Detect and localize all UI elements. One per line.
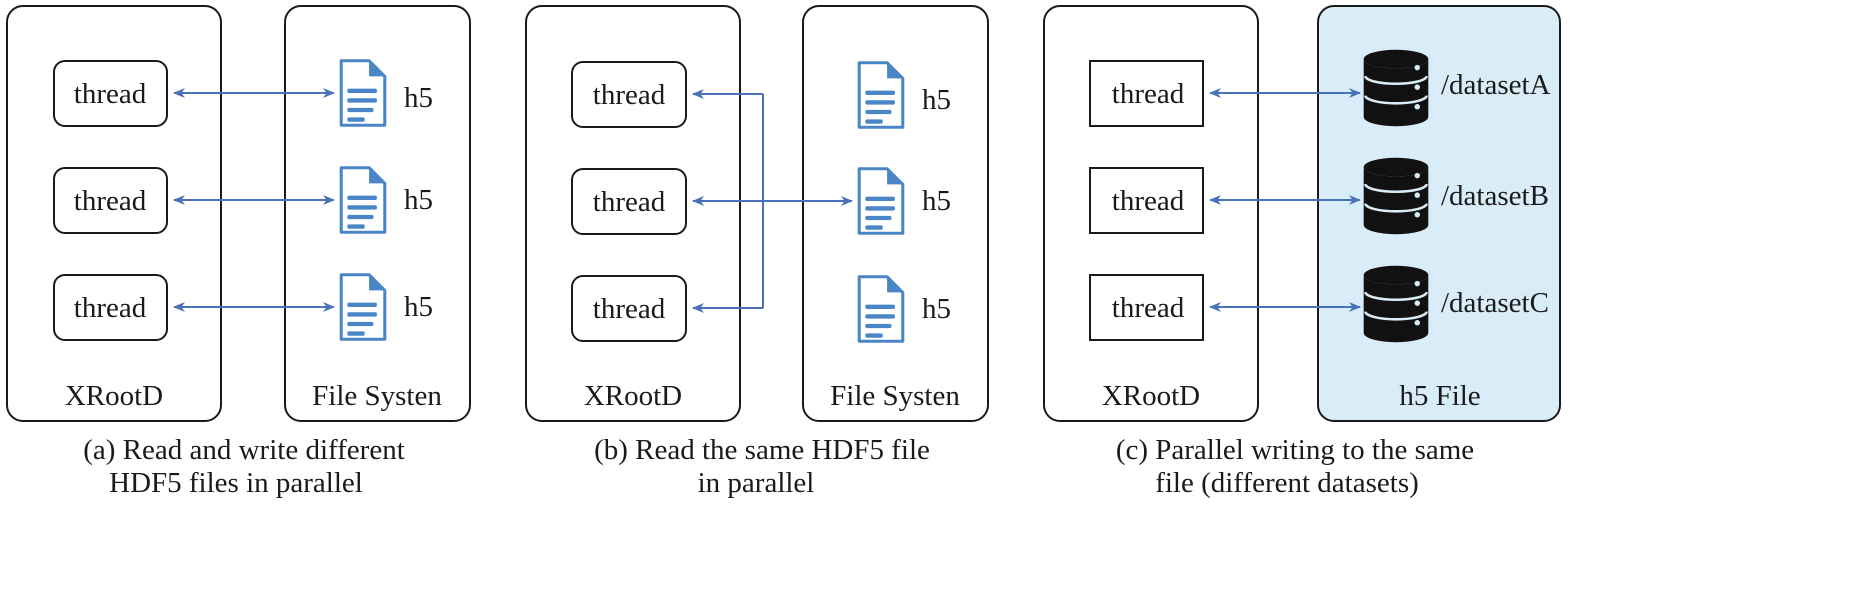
- thread-label: thread: [74, 185, 147, 217]
- thread-box: [1089, 167, 1204, 234]
- caption-line-2: file (different datasets): [1155, 467, 1419, 499]
- xrootd-label: XRootD: [1102, 380, 1200, 412]
- file-label: h5: [922, 84, 951, 116]
- thread-label: thread: [74, 78, 147, 110]
- thread-label: thread: [593, 186, 666, 218]
- file-label: h5: [404, 291, 433, 323]
- file-label: h5: [404, 184, 433, 216]
- dataset-label: /datasetC: [1441, 287, 1549, 319]
- thread-label: thread: [1112, 292, 1185, 324]
- thread-box: [1089, 60, 1204, 127]
- document-icon: [339, 273, 387, 341]
- thread-box: [53, 167, 168, 234]
- document-icon: [339, 166, 387, 234]
- dataset-label: /datasetA: [1441, 69, 1551, 101]
- file-label: h5: [404, 82, 433, 114]
- caption-line-1: (b) Read the same HDF5 file: [594, 434, 930, 466]
- thread-label: thread: [1112, 185, 1185, 217]
- document-icon: [857, 61, 905, 129]
- panel-a: thread thread thread h5 h5 h5 XRootD Fil…: [6, 5, 471, 499]
- panel-c: thread thread thread /datasetA /datasetB…: [1043, 5, 1561, 499]
- panel-b: thread thread thread h5 h5 h5 XRootD Fil…: [525, 5, 989, 499]
- thread-label: thread: [74, 292, 147, 324]
- caption-line-1: (a) Read and write different: [83, 434, 405, 466]
- filesystem-label: File Systen: [312, 380, 442, 412]
- thread-box: [571, 275, 687, 342]
- caption-line-1: (c) Parallel writing to the same: [1116, 434, 1474, 466]
- h5-file-label: h5 File: [1399, 380, 1480, 412]
- thread-box: [1089, 274, 1204, 341]
- database-icon: [1362, 156, 1430, 236]
- database-icon: [1362, 264, 1430, 344]
- caption-line-2: HDF5 files in parallel: [109, 467, 363, 499]
- thread-label: thread: [593, 293, 666, 325]
- thread-box: [53, 274, 168, 341]
- thread-label: thread: [593, 79, 666, 111]
- thread-box: [571, 168, 687, 235]
- file-label: h5: [922, 293, 951, 325]
- filesystem-label: File Systen: [830, 380, 960, 412]
- caption-line-2: in parallel: [698, 467, 815, 499]
- xrootd-label: XRootD: [584, 380, 682, 412]
- document-icon: [857, 275, 905, 343]
- xrootd-label: XRootD: [65, 380, 163, 412]
- document-icon: [339, 59, 387, 127]
- thread-label: thread: [1112, 78, 1185, 110]
- document-icon: [857, 167, 905, 235]
- file-label: h5: [922, 185, 951, 217]
- thread-box: [571, 61, 687, 128]
- database-icon: [1362, 48, 1430, 128]
- dataset-label: /datasetB: [1441, 180, 1549, 212]
- thread-box: [53, 60, 168, 127]
